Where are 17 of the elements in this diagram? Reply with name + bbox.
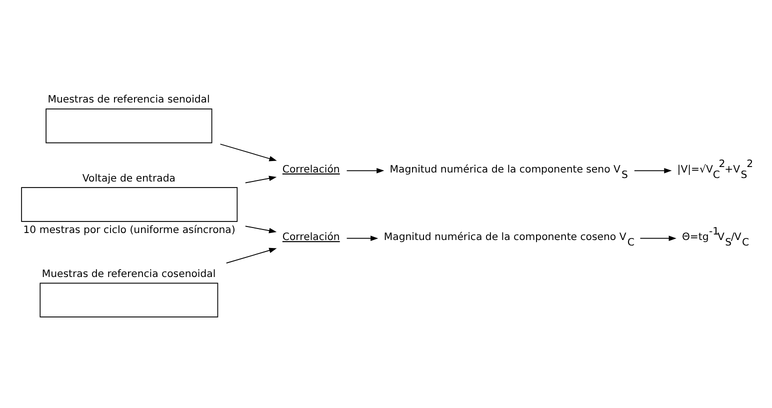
node-text: Correlación [282, 232, 340, 243]
arrow [346, 235, 378, 240]
arrow [220, 143, 277, 161]
node-label: Voltaje de entrada [82, 172, 176, 184]
node-label: Muestras de referencia cosenoidal [42, 268, 216, 280]
node-box [40, 282, 218, 317]
arrow [226, 247, 277, 264]
arrow [634, 168, 672, 173]
node-box [46, 108, 212, 143]
arrow [346, 168, 384, 173]
arrow [244, 175, 277, 183]
node-label: Muestras de referencia senoidal [48, 94, 210, 106]
node-label: 10 mestras por ciclo (uniforme asíncrona) [23, 224, 236, 236]
node-text: Correlación [282, 164, 340, 175]
arrow [640, 235, 676, 240]
arrow [244, 225, 277, 233]
node-box [21, 186, 238, 222]
